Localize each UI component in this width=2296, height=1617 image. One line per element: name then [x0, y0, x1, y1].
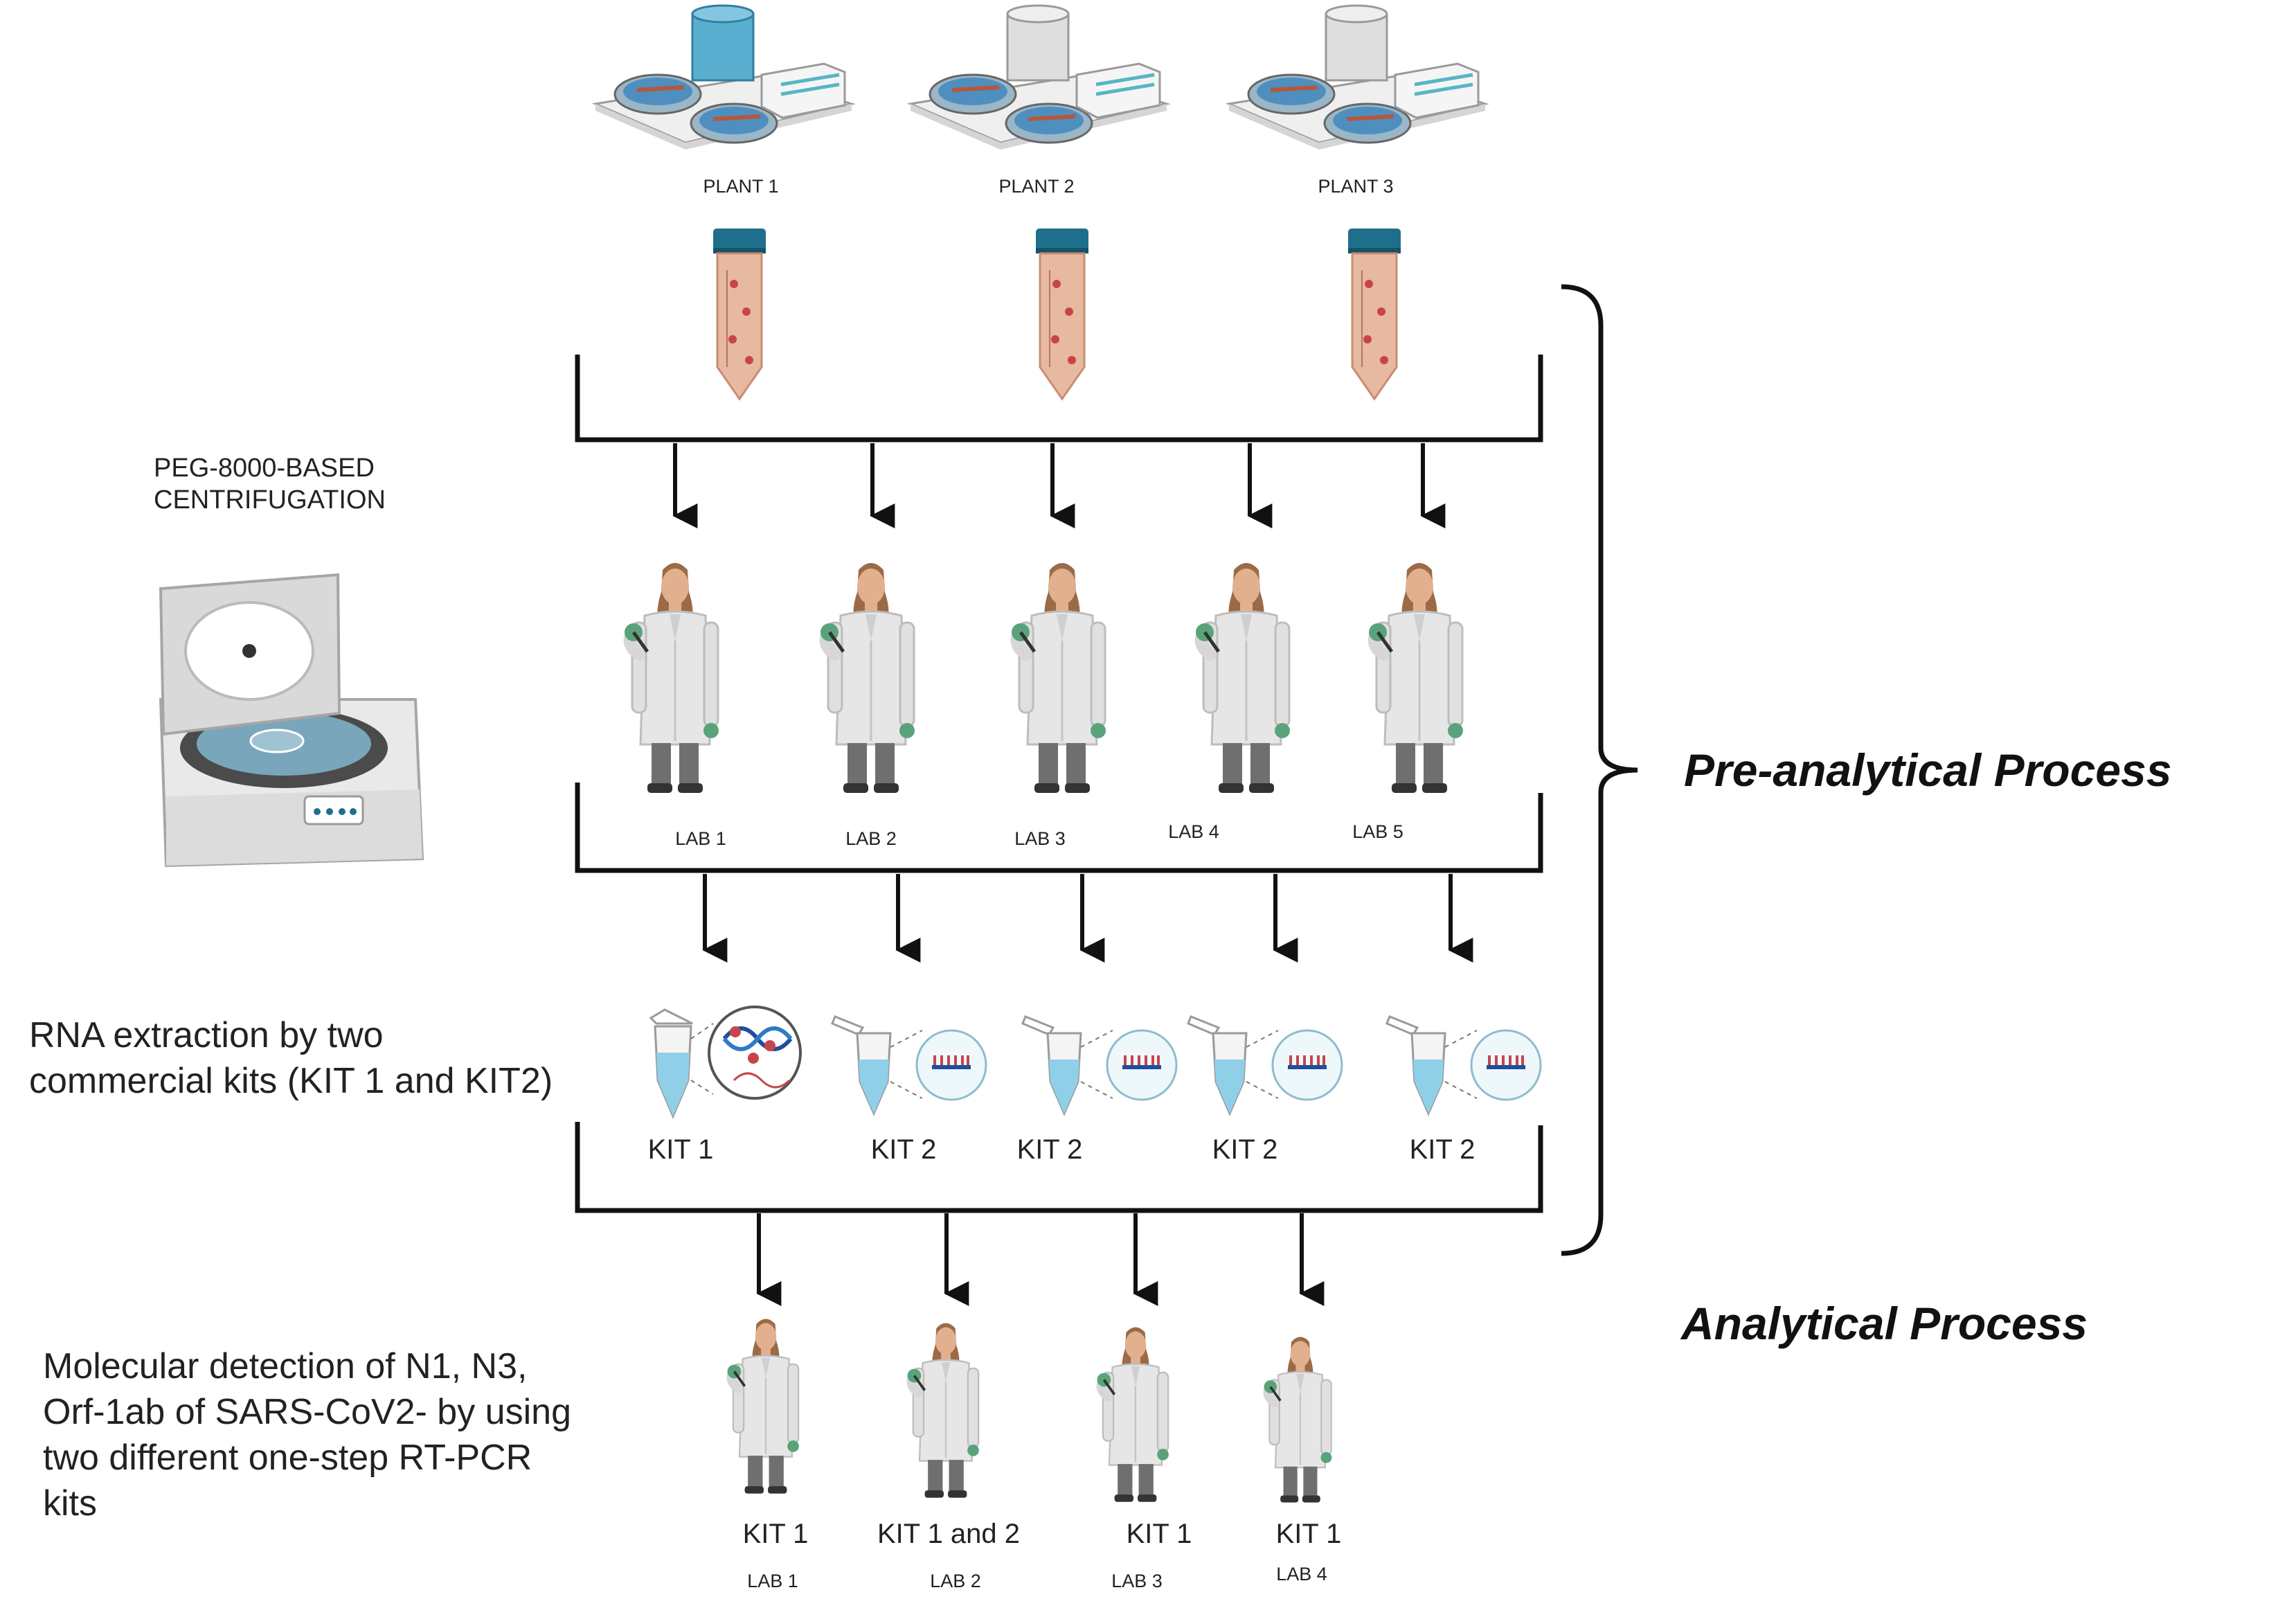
- centrifugation-label-line-1: PEG-8000-BASED: [154, 454, 375, 483]
- extraction-kit-4: KIT 2: [1212, 1134, 1278, 1165]
- plant-label-3: PLANT 3: [1318, 176, 1393, 197]
- extraction-kit-1: KIT 1: [648, 1134, 714, 1165]
- arrows-to-labs: [672, 443, 1446, 528]
- detection-lab-2: LAB 2: [930, 1571, 981, 1591]
- kit2-tube-icon-2: [1021, 1015, 1178, 1115]
- plant-1: [595, 4, 852, 150]
- sample-tube-1: [712, 227, 767, 400]
- extraction-label-line-1: RNA extraction by two: [29, 1015, 384, 1055]
- centrifuge-icon: [159, 573, 424, 868]
- detection-lab-3: LAB 3: [1111, 1571, 1163, 1591]
- extraction-kit-3: KIT 2: [1017, 1134, 1083, 1165]
- extraction-kit-5: KIT 2: [1410, 1134, 1476, 1165]
- extraction-label-line-2: commercial kits (KIT 1 and KIT2): [29, 1061, 553, 1101]
- detection-label-line-4: kits: [43, 1483, 97, 1524]
- bracket-plants: [575, 355, 1543, 443]
- detection-label-line-1: Molecular detection of N1, N3,: [43, 1346, 527, 1386]
- scientist-lab-4: [1196, 563, 1290, 793]
- detection-label-line-2: Orf-1ab of SARS-CoV2- by using: [43, 1392, 571, 1432]
- scientist-detection-lab-1: [728, 1319, 799, 1493]
- pre-analytical-label: Pre-analytical Process: [1684, 744, 2171, 796]
- lab-label-1: LAB 1: [675, 828, 726, 849]
- kit2-tube-icon-1: [831, 1015, 987, 1115]
- extraction-kit-2: KIT 2: [871, 1134, 937, 1165]
- scientist-detection-lab-4: [1264, 1337, 1331, 1503]
- centrifugation-label-line-2: CENTRIFUGATION: [154, 485, 386, 515]
- plant-2: [911, 4, 1167, 150]
- scientist-detection-lab-2: [908, 1323, 979, 1497]
- lab-label-3: LAB 3: [1014, 828, 1066, 849]
- detection-label-line-3: two different one-step RT-PCR: [43, 1438, 532, 1478]
- detection-lab-4: LAB 4: [1276, 1564, 1327, 1584]
- kit2-tube-icon-4: [1385, 1015, 1542, 1115]
- plant-3: [1229, 4, 1485, 150]
- scientist-detection-lab-3: [1097, 1327, 1169, 1501]
- plant-tank-1: [691, 12, 755, 82]
- detection-kit-3: KIT 1: [1127, 1519, 1192, 1549]
- sample-tube-2: [1034, 227, 1090, 400]
- lab-label-5: LAB 5: [1352, 821, 1403, 842]
- detection-kit-4: KIT 1: [1276, 1519, 1342, 1549]
- arrows-to-extraction: [702, 874, 1473, 963]
- detection-lab-1: LAB 1: [747, 1571, 798, 1591]
- lab-label-4: LAB 4: [1168, 821, 1219, 842]
- scientist-lab-1: [625, 563, 719, 793]
- bracket-kits: [575, 1122, 1543, 1213]
- detection-kit-1: KIT 1: [743, 1519, 809, 1549]
- bracket-labs: [575, 783, 1543, 873]
- detection-kit-2: KIT 1 and 2: [877, 1519, 1020, 1549]
- kit2-tube-icon-3: [1187, 1015, 1343, 1115]
- scientist-lab-5: [1369, 563, 1463, 793]
- lab-label-2: LAB 2: [845, 828, 897, 849]
- analytical-label: Analytical Process: [1680, 1298, 2088, 1349]
- sample-tube-3: [1347, 227, 1402, 400]
- plant-label-2: PLANT 2: [998, 176, 1074, 197]
- pre-analytical-brace: [1561, 284, 1638, 1256]
- scientist-lab-2: [820, 563, 915, 793]
- plant-label-1: PLANT 1: [703, 176, 778, 197]
- kit1-tube-icon: [649, 1006, 802, 1119]
- scientist-lab-3: [1012, 563, 1106, 793]
- arrows-to-detection: [756, 1213, 1325, 1306]
